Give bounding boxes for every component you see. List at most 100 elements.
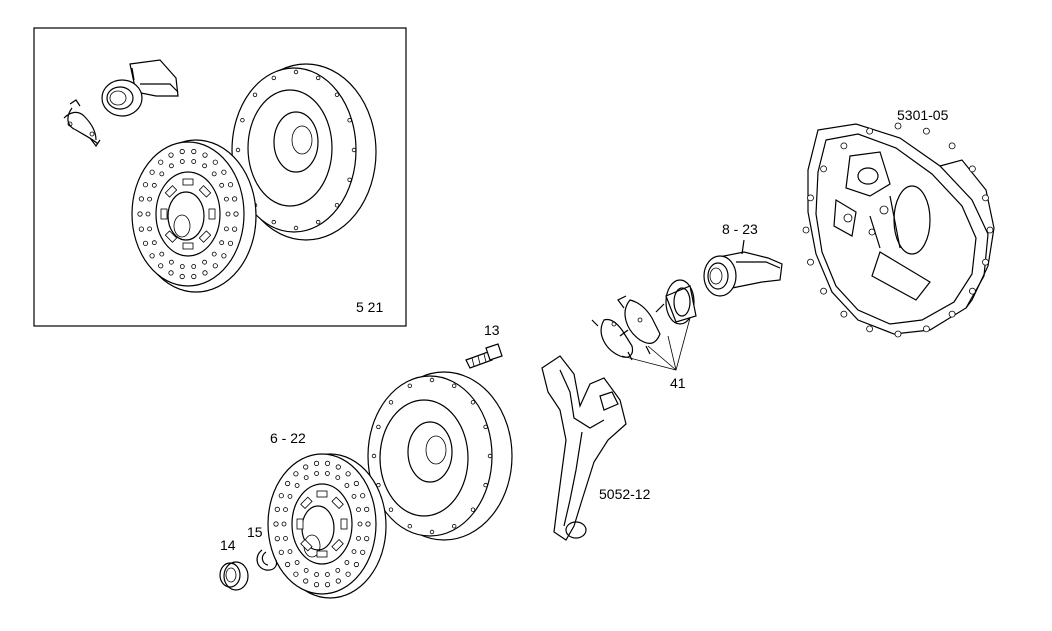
disc-hole	[345, 471, 351, 477]
disc-hole	[211, 251, 217, 257]
damper-spring	[198, 185, 212, 198]
disc-hole	[219, 240, 225, 246]
disc-hole	[179, 273, 185, 280]
disc-hole	[202, 152, 208, 158]
damper-spring	[160, 208, 168, 220]
housing-bolt-hole	[982, 194, 989, 202]
plate-rivet	[334, 92, 340, 97]
inset-clutch-disc	[131, 139, 257, 293]
inset-reference-label: 5 21	[356, 299, 383, 315]
damper-spring	[300, 496, 313, 510]
clips-label: 41	[670, 375, 686, 391]
disc-hole	[314, 471, 320, 476]
plate-rivet	[293, 225, 299, 231]
housing-bolt-hole	[820, 165, 827, 173]
release-bearing	[703, 239, 783, 297]
housing-bolt-hole	[923, 127, 930, 135]
damper-spring	[340, 518, 348, 530]
plate-rivet	[452, 524, 457, 529]
disc-hole	[324, 581, 331, 588]
disc-hole	[147, 196, 153, 202]
damper-spring	[182, 242, 194, 250]
pressure-plate	[367, 371, 513, 541]
inset-release-bearing	[101, 59, 179, 117]
plate-rivet	[376, 424, 381, 430]
retaining-clips	[591, 295, 691, 371]
disc-hole	[227, 182, 234, 188]
inset-frame	[33, 27, 407, 327]
disc-hole	[303, 464, 309, 470]
plate-rivet	[483, 482, 488, 488]
disc-hole	[273, 521, 279, 527]
disc-hole	[287, 549, 293, 554]
ring14-label: 14	[220, 537, 236, 553]
damper-spring	[316, 490, 328, 498]
disc-hole	[287, 493, 293, 499]
housing-bolt-hole	[840, 142, 848, 150]
disc-hole	[274, 506, 280, 512]
ring15-label: 15	[247, 524, 263, 540]
disc-hole	[202, 163, 208, 169]
disc-hole	[179, 148, 185, 155]
disc-hole	[278, 493, 284, 499]
disc-hole	[284, 480, 291, 487]
bearing-sleeve	[665, 279, 697, 325]
disc-hole	[202, 259, 208, 265]
snap-ring-15	[256, 549, 278, 571]
damper-spring	[331, 538, 344, 552]
disc-hole	[168, 152, 174, 158]
disc-hole	[179, 264, 185, 269]
plate-rivet	[487, 453, 493, 459]
plate-rivet	[429, 377, 435, 383]
disc-hole	[324, 572, 330, 577]
disc-hole	[168, 270, 174, 276]
disc-hole	[357, 521, 363, 527]
disc-hole	[137, 211, 143, 217]
disc-hole	[303, 475, 309, 481]
disc-hole	[324, 471, 330, 476]
disc-hole	[179, 159, 185, 164]
housing-bolt-hole	[807, 258, 814, 266]
plate-rivet	[429, 529, 435, 535]
housing-bolt-hole	[948, 142, 956, 150]
disc-hole	[212, 263, 218, 269]
disc-hole	[138, 196, 144, 202]
housing-bolt-hole	[948, 310, 956, 318]
damper-spring	[164, 230, 178, 243]
disc-hole	[159, 171, 165, 177]
damper-spring	[316, 550, 328, 558]
disc-hole	[345, 571, 351, 577]
disc-hole	[303, 568, 309, 573]
plate-rivet	[452, 383, 457, 388]
disc-hole	[221, 253, 227, 259]
plate-rivet	[316, 219, 321, 225]
plate-rivet	[388, 400, 394, 405]
disc-hole	[191, 273, 197, 280]
plate-rivet	[240, 117, 245, 123]
plate-rivet	[293, 69, 299, 75]
disc-hole	[353, 480, 359, 487]
housing-bolt-hole	[840, 310, 848, 318]
disc-hole	[142, 240, 149, 246]
housing-bolt-hole	[866, 325, 873, 333]
plate-rivet	[470, 507, 476, 512]
disc-hole	[313, 460, 320, 466]
disc-hole	[278, 549, 284, 555]
disc-hole	[223, 226, 229, 232]
plate-rivet	[351, 147, 357, 153]
disc-hole	[151, 240, 157, 246]
disc-hole	[233, 211, 239, 217]
disc-hole	[335, 568, 341, 573]
disc-hole	[211, 171, 217, 177]
damper-spring	[164, 185, 178, 198]
disc-hole	[221, 169, 227, 175]
disc-hole	[168, 259, 174, 265]
disc-hole	[314, 572, 320, 577]
housing-bolt-hole	[986, 226, 994, 234]
plate-rivet	[470, 400, 476, 405]
inset-pressure-plate	[231, 63, 377, 241]
inset-clip-spring	[63, 99, 101, 148]
plate-rivet	[371, 453, 377, 459]
housing-bolt-hole	[969, 287, 976, 295]
housing-bolt-hole	[802, 226, 810, 234]
